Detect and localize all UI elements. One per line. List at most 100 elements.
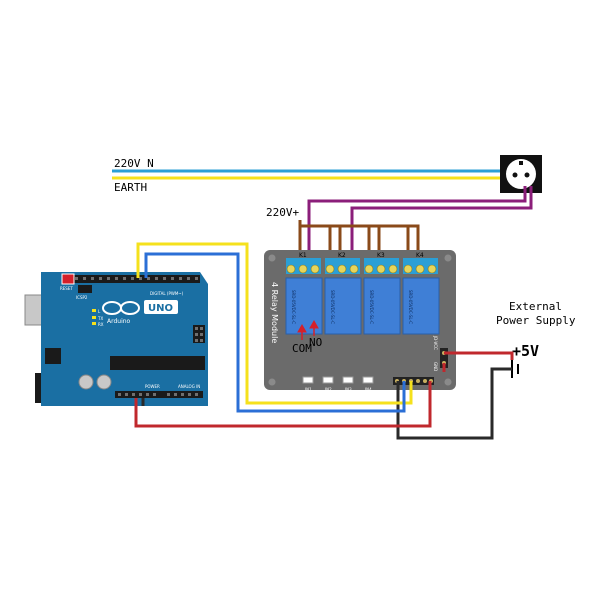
no-arrowhead xyxy=(309,319,319,329)
jd-header-strip xyxy=(440,348,448,368)
screw-terminal xyxy=(364,264,374,274)
header-pin xyxy=(416,379,420,383)
pin-no-label: NO xyxy=(309,336,322,349)
led-rx xyxy=(92,322,96,325)
mount-hole xyxy=(268,254,276,262)
capacitor xyxy=(96,374,112,390)
relay-part-label: SRD-05VDC-SL-C xyxy=(330,290,335,324)
socket-wire-2 xyxy=(350,186,533,254)
power-pin xyxy=(146,393,149,396)
mount-hole xyxy=(444,254,452,262)
common-wire-k4 xyxy=(379,224,420,254)
vcc-wire xyxy=(134,381,432,428)
power-pin xyxy=(125,393,128,396)
digital-pin xyxy=(75,277,78,280)
led-in3 xyxy=(342,376,354,384)
screw-terminal xyxy=(376,264,386,274)
led-label-in1: IN1 xyxy=(305,387,312,392)
socket-hole-left xyxy=(512,172,518,178)
header-pin xyxy=(423,379,427,383)
screw-terminal xyxy=(325,264,335,274)
socket-earth-pin xyxy=(519,161,523,165)
analog-label: ANALOG IN xyxy=(178,384,200,389)
power-pin xyxy=(132,393,135,396)
channel-label-k3: K3 xyxy=(377,252,385,259)
led-in2 xyxy=(322,376,334,384)
earth-label: EARTH xyxy=(114,181,147,194)
icsp-pin xyxy=(195,327,198,330)
led-tx xyxy=(92,316,96,319)
digital-pin xyxy=(99,277,102,280)
uno-logo-text: UNO xyxy=(148,303,173,314)
relay-module: 4 Relay Module K1 K2 xyxy=(264,250,456,392)
in1-signal-wire xyxy=(136,242,413,405)
digital-pin xyxy=(171,277,174,280)
digital-pin xyxy=(147,277,150,280)
signal-wires xyxy=(134,242,432,428)
power-label: POWER xyxy=(145,384,160,389)
power-pin xyxy=(139,393,142,396)
arduino-uno: DIGITAL (PWM~) RESET ICSP2 UNO Arduino L… xyxy=(24,272,208,406)
jd-label: JD-VCC xyxy=(433,335,438,350)
reset-label: RESET xyxy=(60,286,73,291)
relay-k3 xyxy=(363,277,401,335)
pin-com-label: COM xyxy=(292,342,312,355)
socket-face xyxy=(506,159,536,189)
voltage-regulator xyxy=(45,348,61,364)
indicator-leds xyxy=(302,376,374,384)
icsp-pin xyxy=(200,333,203,336)
relay-part-label: SRD-05VDC-SL-C xyxy=(408,290,413,324)
power-pin xyxy=(118,393,121,396)
led-label-tx: TX xyxy=(97,316,103,321)
socket-wires xyxy=(307,186,533,254)
microcontroller-chip xyxy=(110,356,205,370)
screw-terminal xyxy=(349,264,359,274)
led-in1 xyxy=(302,376,314,384)
relay-part-label: SRD-05VDC-SL-C xyxy=(369,290,374,324)
digital-pin xyxy=(179,277,182,280)
voltage-label: +5V xyxy=(512,342,539,360)
icsp-header xyxy=(193,325,205,343)
icsp-pin xyxy=(195,333,198,336)
uno-badge xyxy=(144,300,178,314)
jd-label: GND xyxy=(433,362,438,371)
digital-pin xyxy=(115,277,118,280)
power-wires xyxy=(396,351,514,440)
digital-pin xyxy=(163,277,166,280)
led-label-in2: IN2 xyxy=(325,387,332,392)
wall-socket xyxy=(500,155,542,193)
external-power-label-2: Power Supply xyxy=(496,314,576,327)
mount-hole xyxy=(444,378,452,386)
screw-terminal xyxy=(388,264,398,274)
channel-label-k1: K1 xyxy=(299,252,307,259)
analog-pin xyxy=(181,393,184,396)
screw-terminal xyxy=(337,264,347,274)
screw-terminal xyxy=(298,264,308,274)
jd-vcc-wire xyxy=(444,351,514,360)
common-wires xyxy=(298,220,420,254)
capacitor xyxy=(78,374,94,390)
external-gnd-wire xyxy=(396,367,512,440)
digital-label: DIGITAL (PWM~) xyxy=(150,291,184,296)
power-analog-header xyxy=(115,391,203,398)
channel-label-k4: K4 xyxy=(416,252,424,259)
mains-wires xyxy=(112,169,506,180)
led-in4 xyxy=(362,376,374,384)
arduino-brand: Arduino xyxy=(107,318,131,325)
infinity-right xyxy=(120,301,140,315)
digital-pin xyxy=(131,277,134,280)
com-no-markers xyxy=(297,319,319,340)
screw-terminal xyxy=(415,264,425,274)
digital-pin xyxy=(139,277,142,280)
module-title: 4 Relay Module xyxy=(270,282,279,343)
screw-terminal xyxy=(310,264,320,274)
terminal-blocks xyxy=(286,258,438,274)
icsp2-header xyxy=(78,285,92,293)
digital-pin xyxy=(91,277,94,280)
screw-terminal xyxy=(403,264,413,274)
screw-terminal xyxy=(427,264,437,274)
relay-part-label: SRD-05VDC-SL-C xyxy=(291,290,296,324)
battery-symbol xyxy=(511,360,519,378)
mount-hole xyxy=(268,378,276,386)
